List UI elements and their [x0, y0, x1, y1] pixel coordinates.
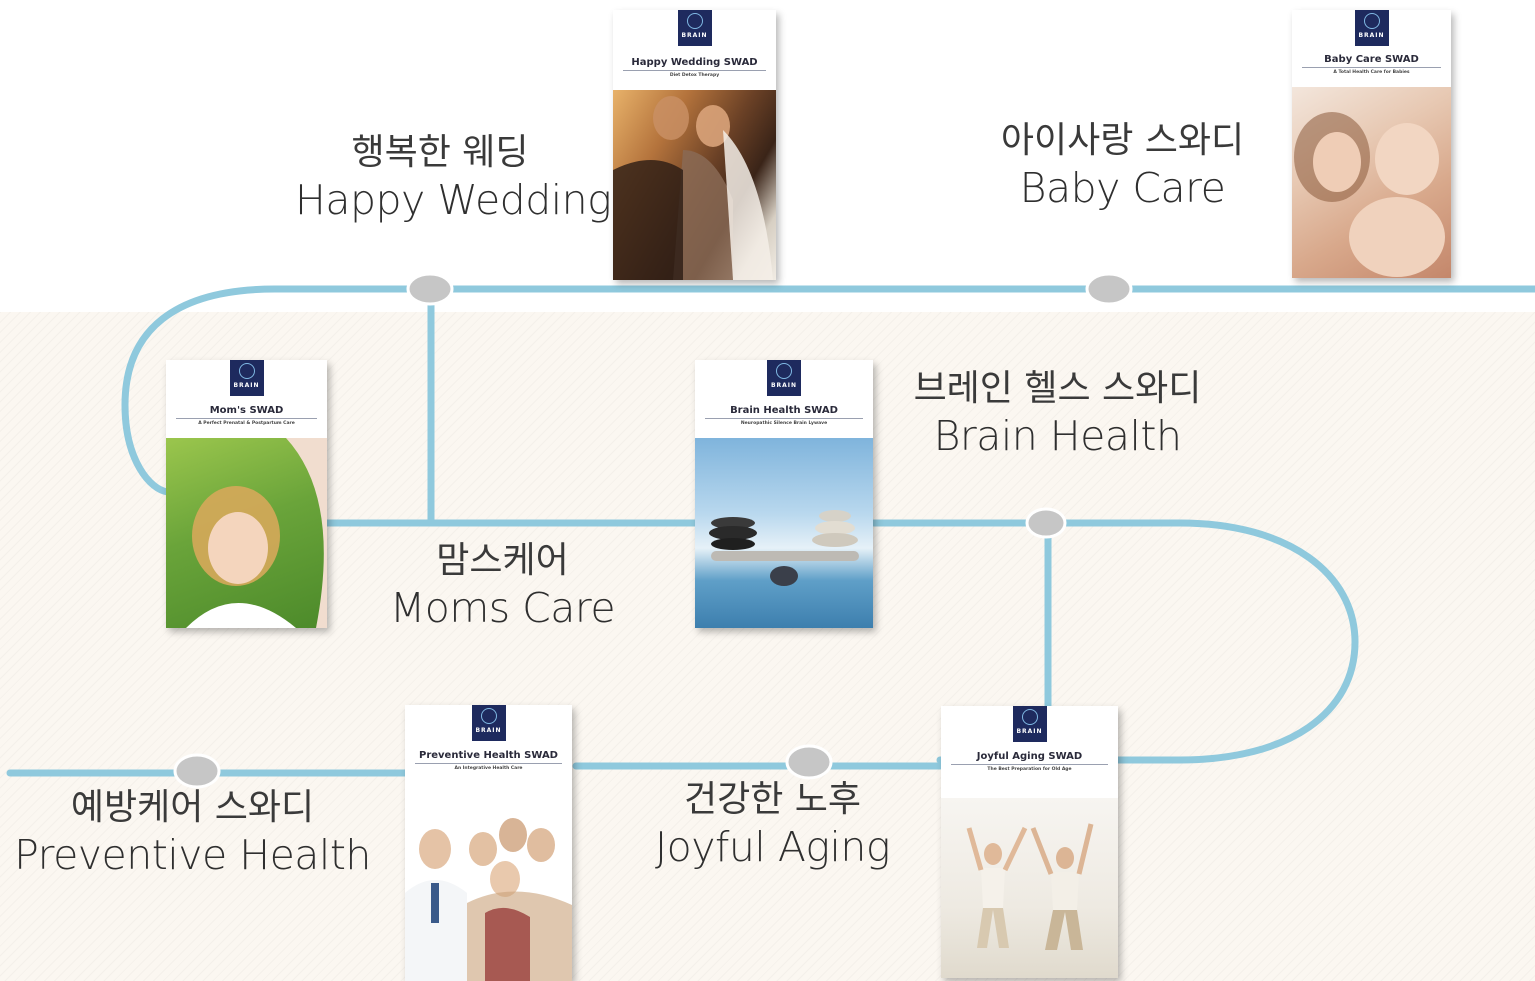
label-ko: 맘스케어 [436, 540, 569, 581]
book-joyful-aging[interactable]: BRAIN Joyful Aging SWAD The Best Prepara… [941, 706, 1118, 978]
book-subtitle: An Integrative Health Care [454, 766, 523, 771]
doctor-family-photo [405, 783, 572, 981]
book-title: Brain Health SWAD [705, 405, 863, 419]
brain-logo-icon: BRAIN [767, 360, 801, 396]
book-subtitle: Neuropathic Silence Brain Lywave [740, 421, 828, 426]
balance-stones-photo [695, 438, 873, 628]
label-baby-care: 아이사랑 스와디 Baby Care [980, 118, 1265, 212]
label-ko: 예방케어 스와디 [70, 787, 315, 828]
timeline-node [406, 272, 454, 306]
label-moms-care: 맘스케어 Moms Care [380, 538, 625, 632]
label-happy-wedding: 행복한 웨딩 Happy Wedding [295, 130, 612, 224]
jumping-seniors-photo [941, 798, 1118, 978]
label-ko: 브레인 헬스 스와디 [913, 368, 1202, 409]
brain-logo-icon: BRAIN [1354, 10, 1389, 46]
label-en: Preventive Health [14, 831, 371, 879]
book-happy-wedding[interactable]: BRAIN Happy Wedding SWAD Diet Detox Ther… [613, 10, 776, 280]
label-en: Moms Care [389, 584, 616, 632]
book-preventive-health[interactable]: BRAIN Preventive Health SWAD An Integrat… [405, 705, 572, 981]
timeline-node [1025, 507, 1067, 539]
book-moms-care[interactable]: BRAIN Mom's SWAD A Perfect Prenatal & Po… [166, 360, 327, 628]
book-brain-health[interactable]: BRAIN Brain Health SWAD Neuropathic Sile… [695, 360, 873, 628]
label-ko: 행복한 웨딩 [351, 132, 529, 173]
brain-logo-icon: BRAIN [1012, 706, 1047, 742]
label-ko: 아이사랑 스와디 [1000, 120, 1245, 161]
book-subtitle: A Total Health Care for Babies [1333, 70, 1410, 75]
book-title: Happy Wedding SWAD [623, 57, 766, 71]
label-en: Brain Health [933, 412, 1182, 460]
label-joyful-aging: 건강한 노후 Joyful Aging [640, 777, 905, 871]
wedding-couple-photo [613, 90, 776, 280]
book-subtitle: A Perfect Prenatal & Postpartum Care [198, 421, 295, 426]
timeline-node [1085, 272, 1133, 306]
timeline-node [173, 753, 221, 789]
label-en: Baby Care [1019, 164, 1226, 212]
child-belly-photo [166, 438, 327, 628]
label-ko: 건강한 노후 [683, 779, 862, 820]
label-preventive-health: 예방케어 스와디 Preventive Health [10, 785, 375, 879]
book-title: Baby Care SWAD [1302, 54, 1441, 68]
book-title: Joyful Aging SWAD [951, 751, 1108, 765]
label-brain-health: 브레인 헬스 스와디 Brain Health [895, 366, 1220, 460]
timeline-node [785, 744, 833, 780]
book-title: Mom's SWAD [176, 405, 317, 419]
brain-logo-icon: BRAIN [677, 10, 712, 46]
mother-baby-photo [1292, 87, 1451, 278]
book-subtitle: Diet Detox Therapy [669, 73, 720, 78]
brain-logo-icon: BRAIN [229, 360, 264, 396]
label-en: Happy Wedding [295, 176, 612, 224]
book-title: Preventive Health SWAD [415, 750, 562, 764]
brain-logo-icon: BRAIN [471, 705, 506, 741]
label-en: Joyful Aging [655, 823, 890, 871]
book-baby-care[interactable]: BRAIN Baby Care SWAD A Total Health Care… [1292, 10, 1451, 278]
book-subtitle: The Best Preparation for Old Age [987, 767, 1072, 772]
